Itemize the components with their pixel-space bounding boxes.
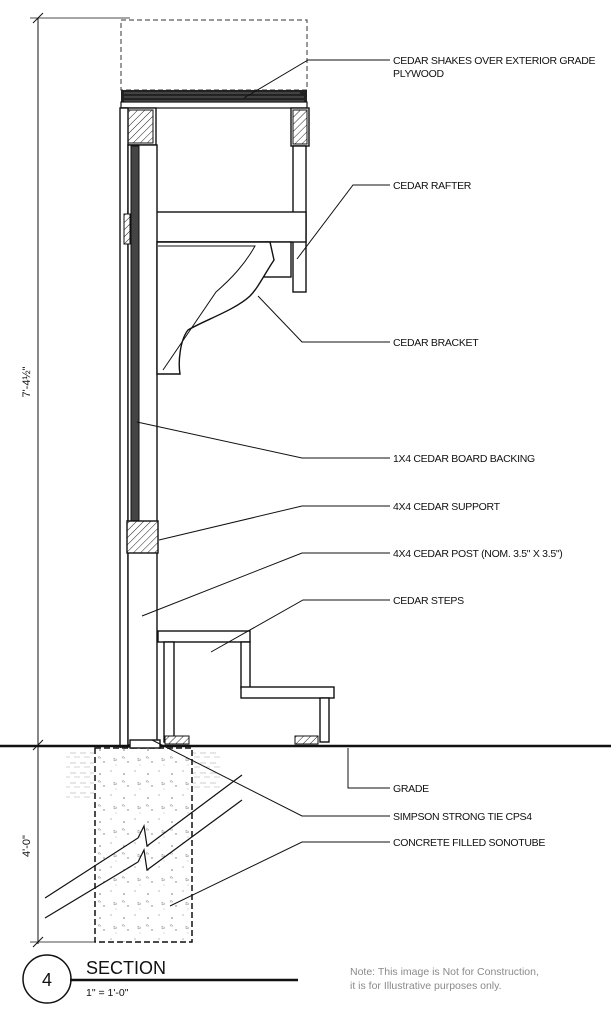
section-scale: 1" = 1'-0" xyxy=(86,987,129,999)
cedar-bracket xyxy=(156,241,275,375)
label-board-backing: 1X4 CEDAR BOARD BACKING xyxy=(393,453,535,465)
concrete-sonotube xyxy=(94,747,193,943)
break-lines xyxy=(44,774,243,919)
section-title: SECTION xyxy=(86,958,166,978)
label-simpson-tie: SIMPSON STRONG TIE CPS4 xyxy=(393,811,532,823)
board-backing xyxy=(130,145,140,530)
dimension-line xyxy=(30,12,130,948)
label-cedar-rafter: CEDAR RAFTER xyxy=(393,180,472,192)
label-cedar-shakes-line1: CEDAR SHAKES OVER EXTERIOR GRADE xyxy=(393,55,595,67)
title-block xyxy=(22,954,298,1004)
cedar-steps xyxy=(157,630,335,745)
dashed-outline xyxy=(120,19,308,91)
note-line2: it is for Illustrative purposes only. xyxy=(350,980,502,992)
label-cedar-support: 4X4 CEDAR SUPPORT xyxy=(393,501,501,513)
dimension-height: 7'-4½" xyxy=(21,366,33,397)
label-cedar-shakes-line2: PLYWOOD xyxy=(393,68,445,80)
section-number: 4 xyxy=(42,970,52,990)
note-line1: Note: This image is Not for Construction… xyxy=(350,966,539,978)
label-cedar-post: 4X4 CEDAR POST (NOM. 3.5" X 3.5") xyxy=(393,548,563,560)
label-cedar-bracket: CEDAR BRACKET xyxy=(393,337,479,349)
leader-lines xyxy=(136,59,390,907)
roof-assembly xyxy=(119,90,310,749)
label-grade: GRADE xyxy=(393,783,429,795)
label-sonotube: CONCRETE FILLED SONOTUBE xyxy=(393,837,545,849)
soil-texture xyxy=(66,750,220,800)
cedar-post xyxy=(123,144,158,746)
cedar-support xyxy=(126,520,159,554)
dimension-depth: 4'-0" xyxy=(21,835,33,857)
label-cedar-steps: CEDAR STEPS xyxy=(393,595,464,607)
